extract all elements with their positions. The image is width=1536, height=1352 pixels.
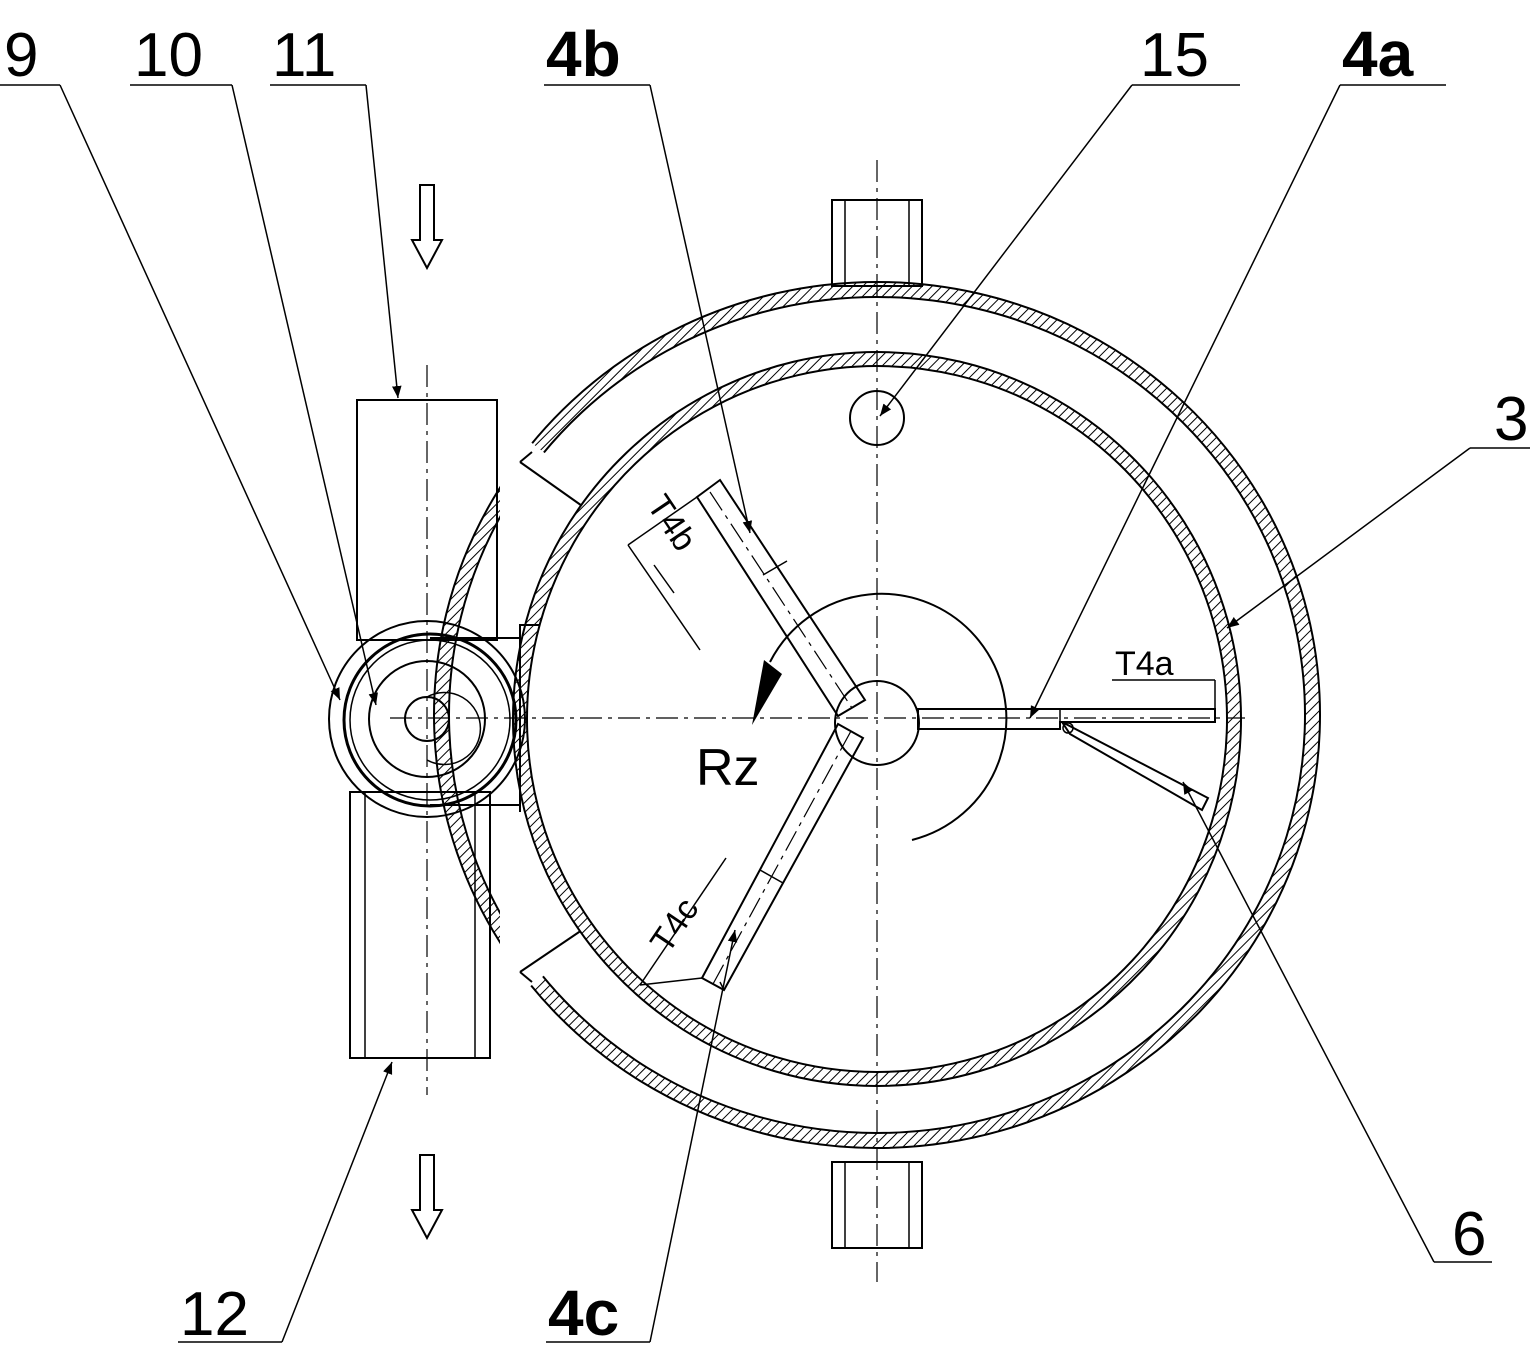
label-12: 12 (180, 1280, 249, 1349)
label-9: 9 (4, 21, 38, 90)
label-3: 3 (1494, 385, 1528, 454)
dimension-t4a: T4a (1112, 645, 1216, 709)
part-labels: 9 10 11 4b 15 4a 3 6 4c 12 (4, 18, 1528, 1349)
label-6: 6 (1452, 1200, 1486, 1269)
label-10: 10 (134, 21, 203, 90)
rotation-arc (752, 592, 1008, 841)
label-4a: 4a (1342, 18, 1414, 90)
feed-assembly (328, 184, 540, 1241)
leader-lines (0, 84, 1530, 1343)
label-4c: 4c (548, 1277, 619, 1349)
pivot-15 (849, 390, 905, 446)
outer-casing (433, 281, 1321, 1149)
inner-drum-3 (512, 351, 1242, 1087)
dimension-t4c: T4c (639, 857, 727, 986)
rotor (627, 390, 1216, 992)
blade-4a (917, 708, 1216, 730)
label-4b: 4b (546, 18, 621, 90)
blade-4b (627, 478, 867, 718)
rotation-label: Rz (696, 739, 760, 797)
dimension-t4b: T4b (627, 488, 704, 651)
t4a-label: T4a (1115, 645, 1174, 683)
center-lines (390, 160, 1245, 1282)
label-15: 15 (1140, 21, 1209, 90)
hub (834, 680, 920, 766)
flap-6 (1061, 721, 1210, 812)
label-11: 11 (272, 21, 336, 90)
